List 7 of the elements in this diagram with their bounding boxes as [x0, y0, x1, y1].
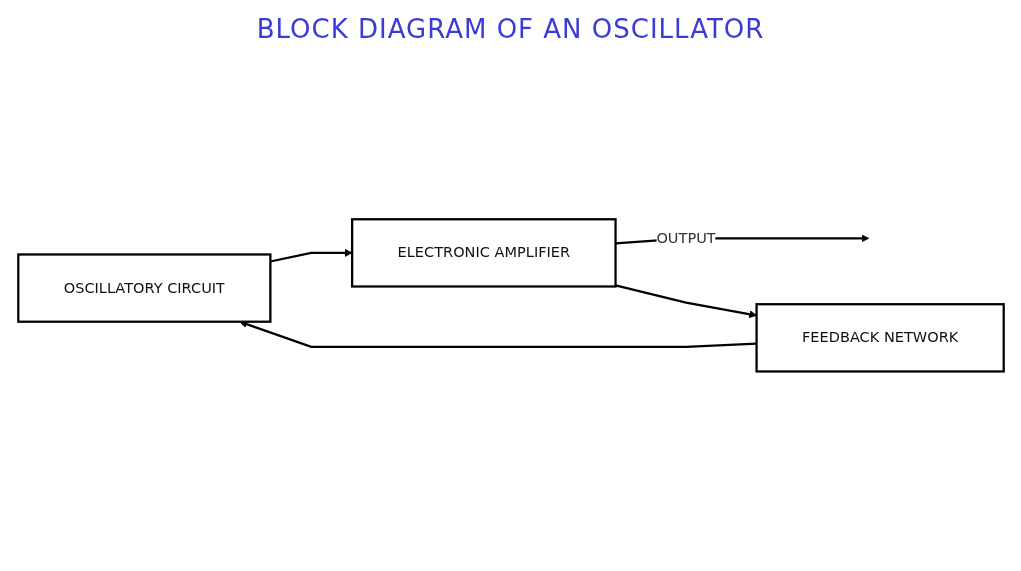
- edge-label: OUTPUT: [655, 228, 716, 247]
- node-box: ELECTRONIC AMPLIFIER: [350, 217, 617, 288]
- arrow: [614, 283, 757, 318]
- node-box: OSCILLATORY CIRCUIT: [16, 253, 271, 323]
- node-box: FEEDBACK NETWORK: [754, 302, 1005, 373]
- diagram-title: BLOCK DIAGRAM OF AN OSCILLATOR: [255, 14, 766, 44]
- arrow: [269, 248, 352, 263]
